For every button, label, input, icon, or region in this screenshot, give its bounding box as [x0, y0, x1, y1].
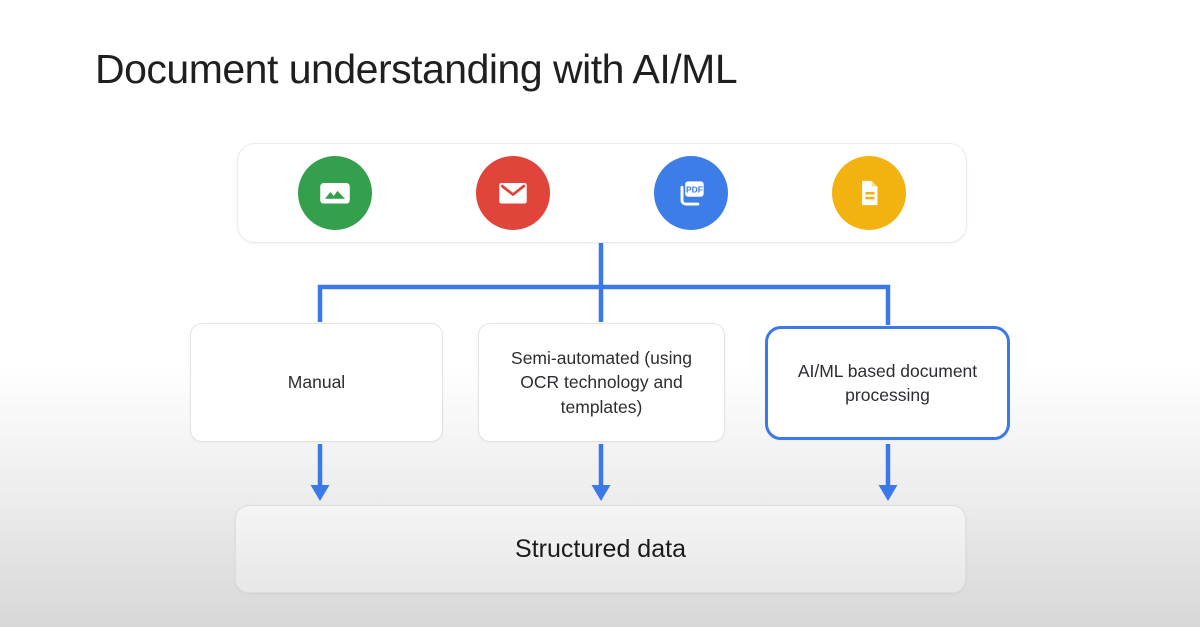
pdf-icon: PDF — [672, 174, 710, 212]
email-source-badge — [476, 156, 550, 230]
image-icon — [316, 174, 354, 212]
arrow-head-aiml — [878, 485, 898, 501]
method-label-aiml: AI/ML based document processing — [797, 360, 978, 405]
method-box-semi-automated: Semi-automated (using OCR technology and… — [478, 323, 725, 442]
method-label-manual: Manual — [287, 372, 346, 393]
method-box-manual: Manual — [190, 323, 443, 442]
email-icon — [494, 174, 532, 212]
method-label-semi-automated: Semi-automated (using OCR technology and… — [511, 348, 692, 417]
structured-data-box: Structured data — [235, 505, 966, 593]
pdf-source-badge: PDF — [654, 156, 728, 230]
page-title: Document understanding with AI/ML — [95, 46, 738, 92]
method-box-aiml: AI/ML based document processing — [765, 326, 1010, 440]
structured-data-label: Structured data — [515, 534, 686, 563]
connector-branch-bracket — [317, 284, 891, 325]
image-source-badge — [298, 156, 372, 230]
document-source-badge — [832, 156, 906, 230]
document-icon — [850, 174, 888, 212]
arrow-head-semi — [591, 485, 611, 501]
input-sources-card: PDF — [237, 143, 967, 243]
pdf-badge-label: PDF — [686, 185, 703, 195]
arrow-head-manual — [310, 485, 330, 501]
